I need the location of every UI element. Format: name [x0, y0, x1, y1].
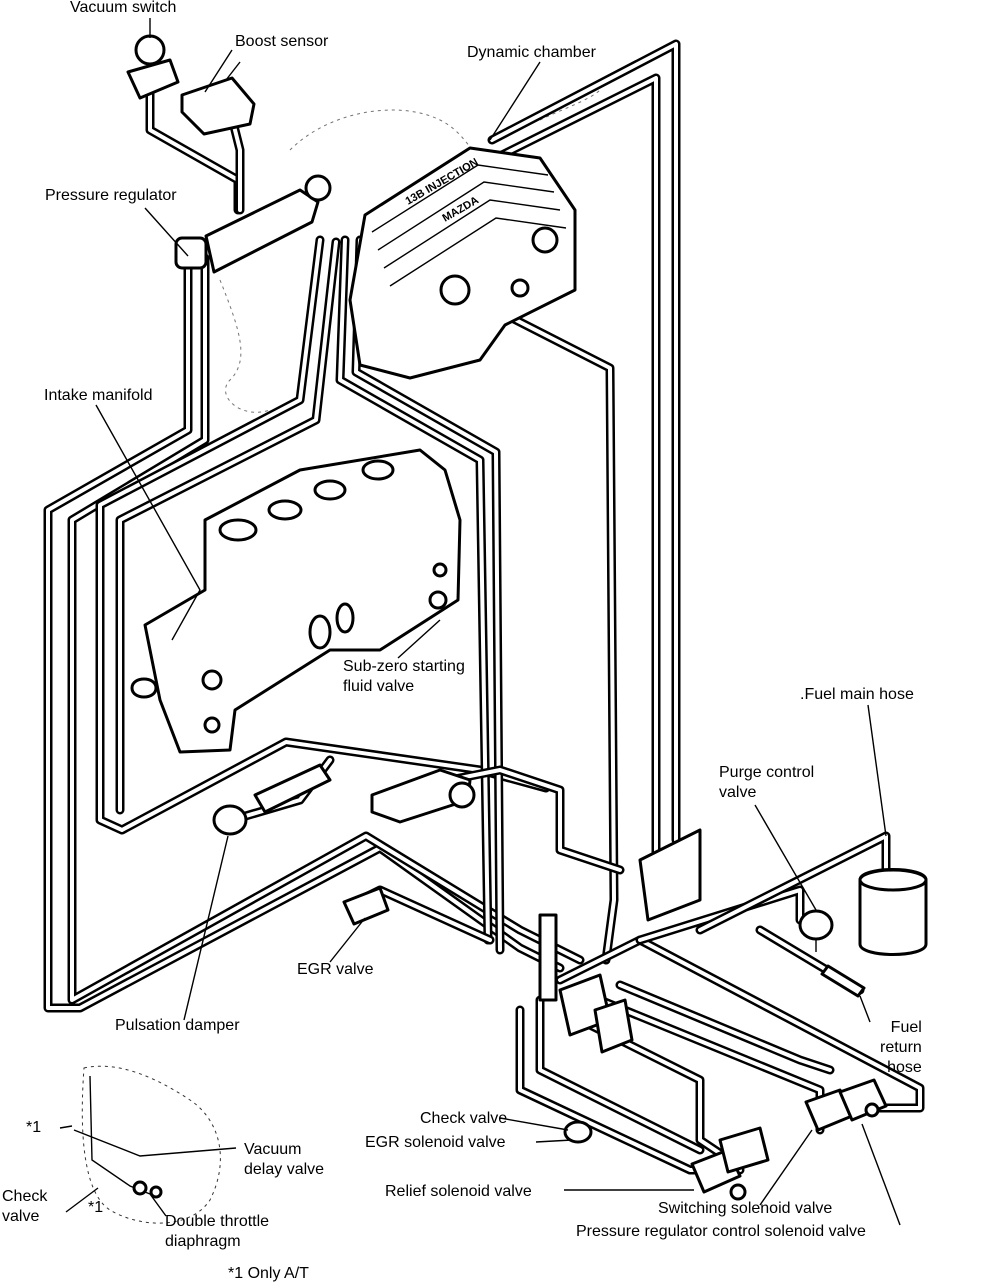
inset-note-star1-b: *1 [88, 1199, 104, 1216]
sub-zero-starting-fluid-valve [370, 768, 476, 824]
inset-sketch [59, 1065, 237, 1224]
egr-check-bracket [538, 828, 702, 1002]
leader-lines [95, 18, 901, 1226]
pulsation-damper [212, 763, 332, 836]
label-pulsation-damper: Pulsation damper [115, 1017, 240, 1034]
label-vacuum-switch: Vacuum switch [70, 0, 177, 16]
dynamic-chamber: 13B INJECTION MAZDA [348, 146, 577, 380]
label-pressure-regulator: Pressure regulator [45, 187, 177, 204]
label-fuel-main-hose: .Fuel main hose [800, 686, 914, 703]
label-relief-solenoid-valve: Relief solenoid valve [385, 1183, 532, 1200]
inset-note-star1-a: *1 [26, 1119, 42, 1136]
solenoid-cluster [558, 973, 770, 1174]
boost-sensor [180, 61, 256, 136]
inset-label-double-throttle-diaphragm: Double throttle diaphragm [165, 1213, 270, 1250]
label-check-valve: Check valve [420, 1110, 508, 1127]
inset-label-vacuum-delay-valve: Vacuum delay valve [244, 1141, 325, 1178]
purge-control-valve [798, 909, 834, 952]
label-switching-solenoid-valve: Switching solenoid valve [658, 1200, 833, 1217]
intake-manifold [130, 448, 462, 754]
fuel-main-canister [858, 868, 928, 956]
label-pressure-regulator-control-solenoid-valve: Pressure regulator control solenoid valv… [576, 1223, 866, 1240]
egr-valve [342, 886, 390, 926]
fuel-return-pipe [820, 964, 866, 998]
label-purge-control-valve: Purge control valve [719, 764, 815, 801]
label-intake-manifold: Intake manifold [44, 387, 153, 404]
label-sub-zero-starting-fluid-valve: Sub-zero starting fluid valve [343, 658, 465, 695]
label-boost-sensor: Boost sensor [235, 33, 329, 50]
pressure-regulator-control-solenoid [838, 1078, 888, 1122]
label-dynamic-chamber: Dynamic chamber [467, 44, 596, 61]
label-fuel-return-hose: Fuel return hose [880, 1019, 922, 1076]
label-egr-valve: EGR valve [297, 961, 374, 978]
check-valve-main [563, 1120, 593, 1144]
pressure-regulator [174, 174, 332, 274]
inset-footnote-only-at: *1 Only A/T [228, 1265, 309, 1282]
inset-label-check-valve: Check valve [2, 1188, 48, 1225]
vacuum-switch [126, 34, 180, 100]
label-egr-solenoid-valve: EGR solenoid valve [365, 1134, 506, 1151]
